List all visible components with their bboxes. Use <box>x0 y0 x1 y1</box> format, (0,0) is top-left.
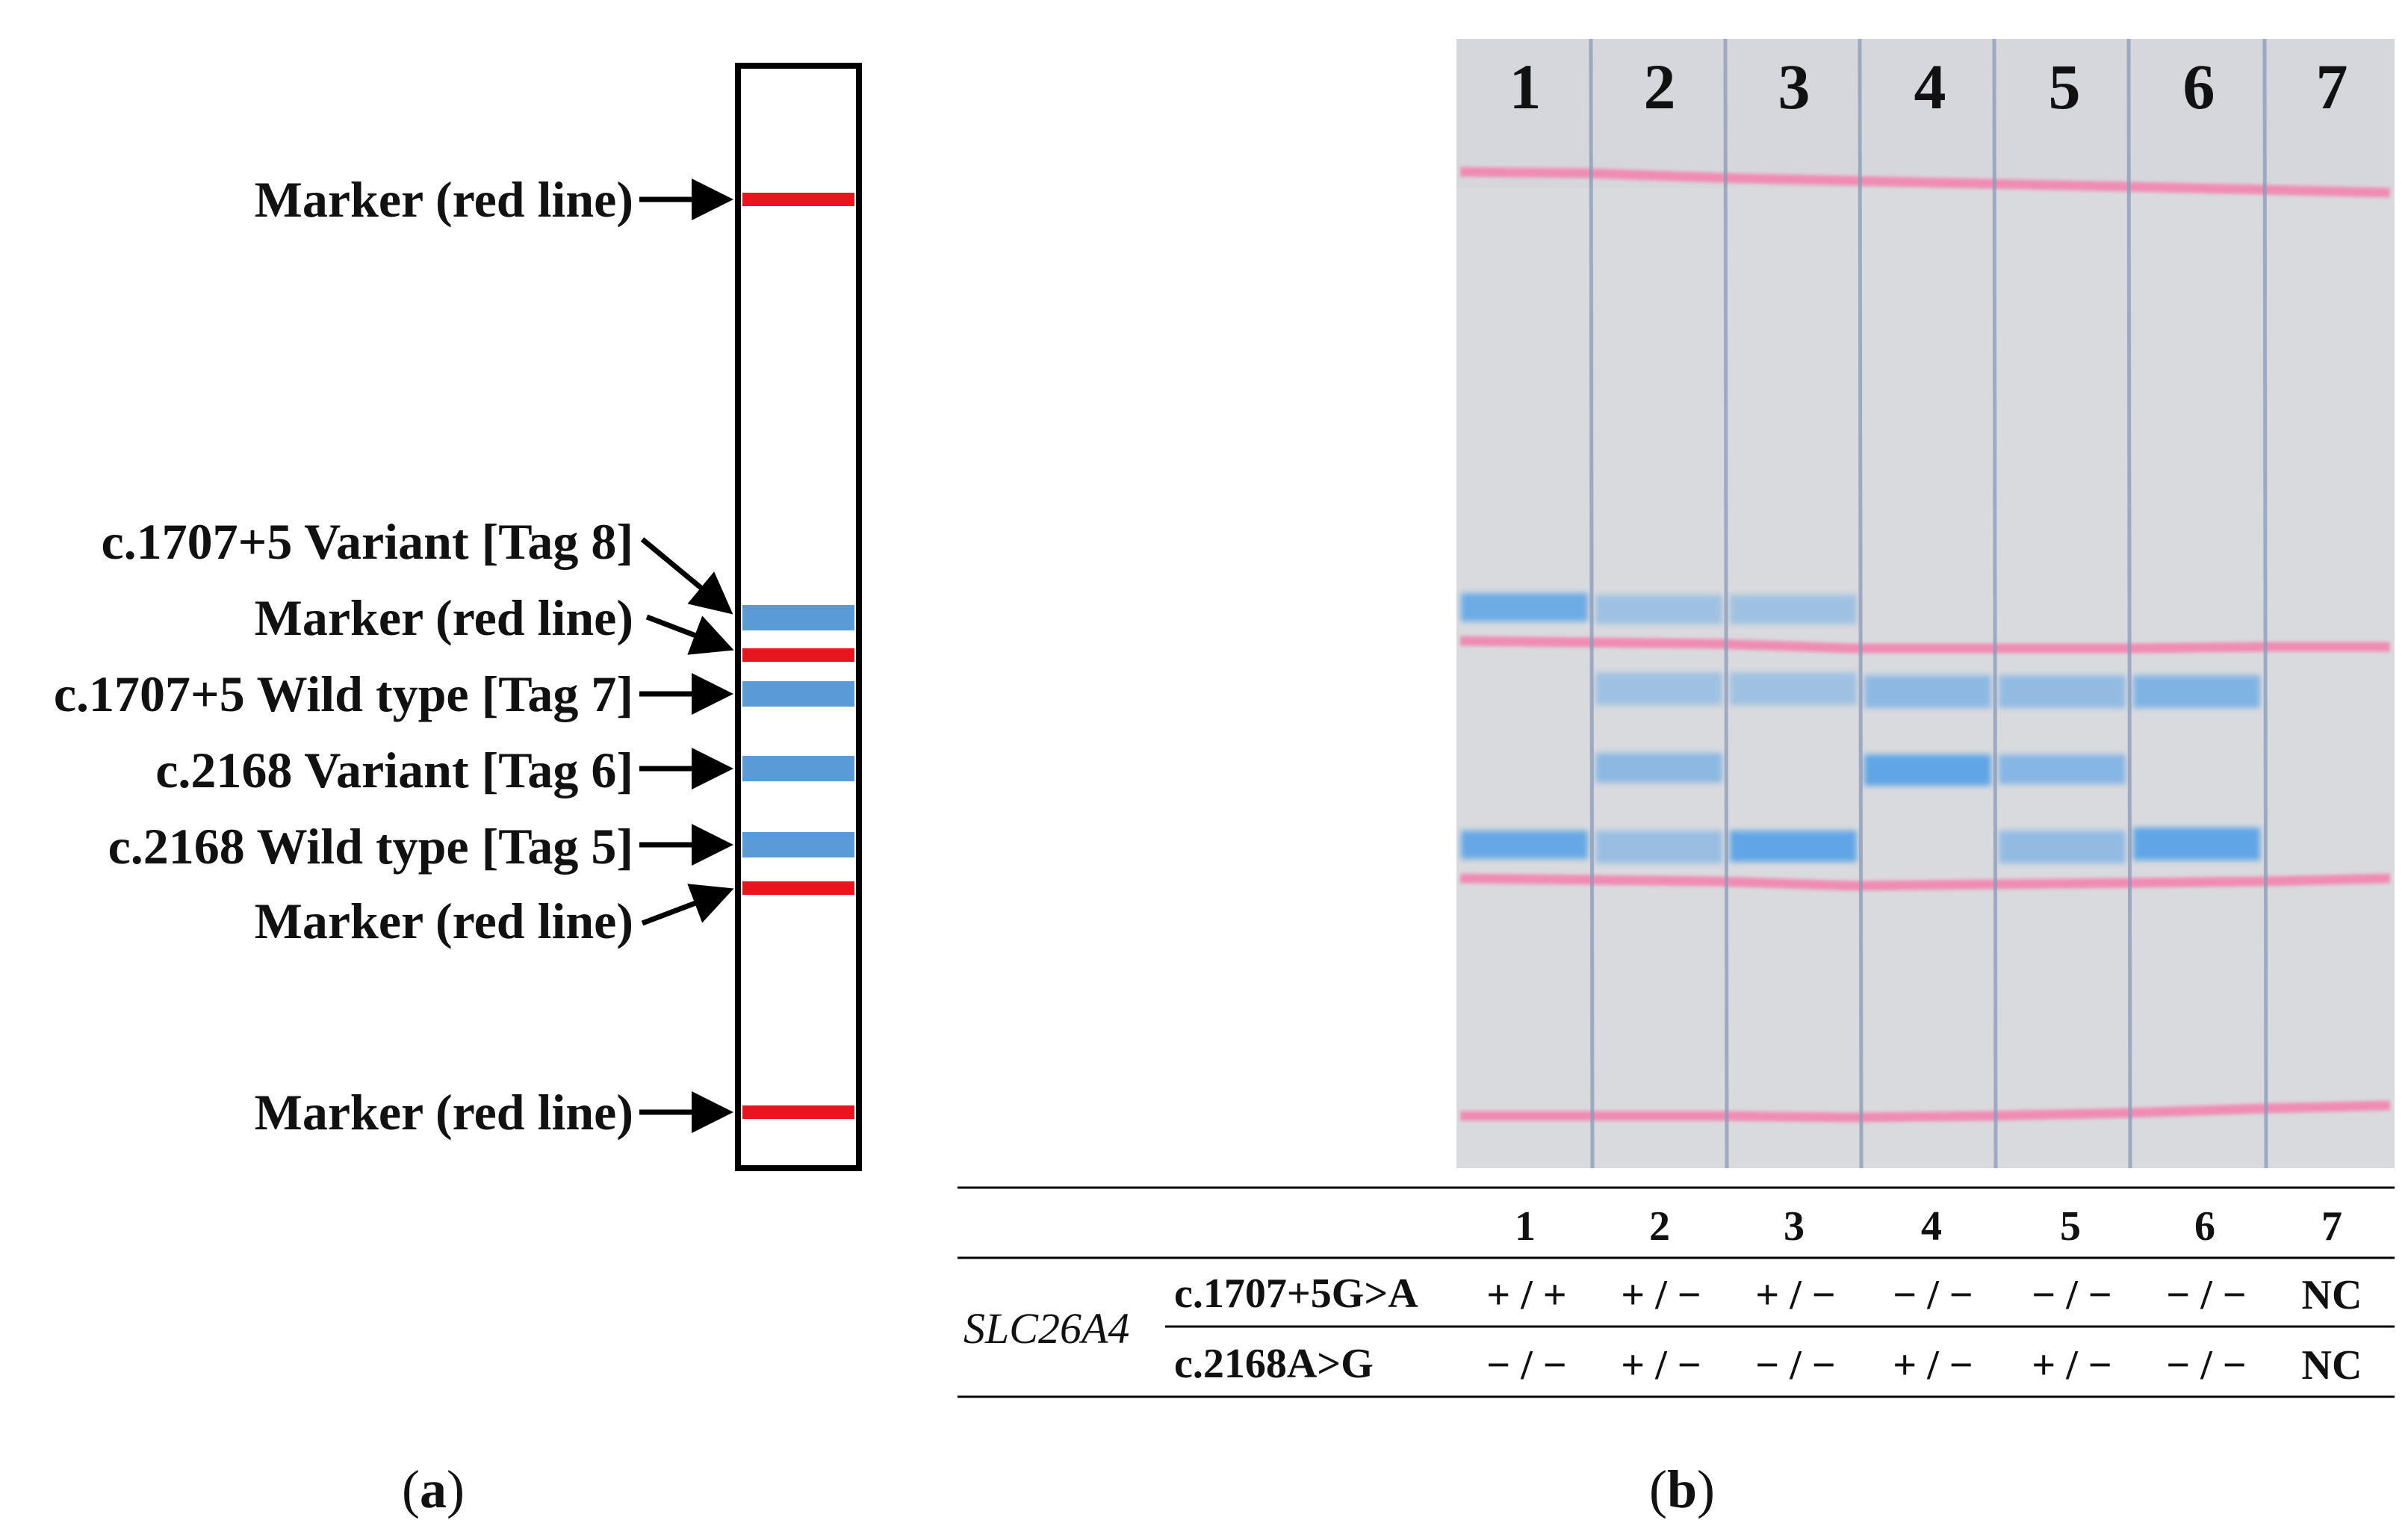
tag6-band <box>742 756 854 781</box>
caption-b: (b) <box>1649 1459 1715 1519</box>
lane-number-6: 6 <box>2183 51 2215 122</box>
lane-divider-3 <box>1858 38 1864 1169</box>
row2-val-2: + / − <box>1621 1342 1701 1389</box>
label-tag7: c.1707+5 Wild type [Tag 7] <box>54 666 633 722</box>
row1-val-1: + / + <box>1486 1272 1566 1318</box>
band-lane3-tag8 <box>1730 595 1857 624</box>
row1-val-3: + / − <box>1755 1272 1835 1318</box>
marker-band-middle <box>742 648 854 662</box>
band-lane3-tag7 <box>1730 672 1857 705</box>
row2-val-5: + / − <box>2032 1342 2111 1389</box>
table-header-5: 5 <box>2060 1203 2081 1250</box>
row1-val-7: NC <box>2302 1272 2362 1318</box>
caption-a: (a) <box>402 1459 465 1519</box>
table-header-4: 4 <box>1921 1203 1942 1250</box>
pink-marker-line-3 <box>1459 873 2391 891</box>
tag5-band <box>742 832 854 857</box>
tag8-band <box>742 605 854 630</box>
arrow-marker-middle <box>645 614 734 655</box>
row2-val-6: − / − <box>2166 1342 2246 1389</box>
lane-number-1: 1 <box>1509 51 1542 122</box>
row2-val-4: + / − <box>1893 1342 1973 1389</box>
row2-variant: c.2168A>G <box>1174 1341 1374 1387</box>
arrow-tag8 <box>640 537 733 615</box>
table-header-3: 3 <box>1784 1203 1805 1250</box>
band-lane6-tag5 <box>2133 828 2260 860</box>
row1-variant: c.1707+5G>A <box>1174 1271 1418 1317</box>
band-lane4-tag7 <box>1864 675 1991 708</box>
row1-val-4: − / − <box>1893 1272 1973 1318</box>
label-marker-middle: Marker (red line) <box>255 589 633 646</box>
band-lane2-tag8 <box>1595 595 1722 624</box>
table-gene-label: SLC26A4 <box>963 1304 1129 1353</box>
table-header-7: 7 <box>2321 1203 2342 1250</box>
panel-b: 1 2 3 4 5 6 7 1 2 3 4 5 6 7 SLC26A4 c.17… <box>958 38 2395 1519</box>
band-lane2-tag6 <box>1595 753 1722 783</box>
row1-val-6: − / − <box>2166 1272 2246 1318</box>
band-lane5-tag6 <box>1999 754 2126 784</box>
table-header-2: 2 <box>1649 1203 1670 1250</box>
lane-number-5: 5 <box>2049 51 2081 122</box>
band-lane2-tag5 <box>1595 831 1722 863</box>
row1-val-5: − / − <box>2032 1272 2111 1318</box>
lane-divider-6 <box>2262 38 2268 1169</box>
label-tag6: c.2168 Variant [Tag 6] <box>155 742 633 798</box>
pink-marker-line-2 <box>1459 636 2390 654</box>
strip-shading-top <box>1456 39 2395 188</box>
lane-number-3: 3 <box>1778 51 1810 122</box>
pink-marker-line-1 <box>1459 167 2391 198</box>
panel-a: Marker (red line) c.1707+5 Variant [Tag … <box>54 63 862 1519</box>
table-header-1: 1 <box>1515 1203 1536 1250</box>
table-header-6: 6 <box>2194 1203 2215 1250</box>
band-lane3-tag5 <box>1730 831 1857 862</box>
lane-divider-4 <box>1992 38 1998 1169</box>
marker-band-lower <box>742 881 854 895</box>
band-lane2-tag7 <box>1595 672 1722 705</box>
label-marker-lower: Marker (red line) <box>255 893 633 949</box>
genotype-table: 1 2 3 4 5 6 7 SLC26A4 c.1707+5G>A + / + … <box>958 1186 2395 1398</box>
lane-number-2: 2 <box>1644 51 1676 122</box>
row2-val-1: − / − <box>1486 1342 1566 1389</box>
label-marker-bottom: Marker (red line) <box>255 1084 633 1141</box>
row2-val-7: NC <box>2302 1342 2362 1389</box>
band-lane1-tag8 <box>1461 593 1588 621</box>
arrow-marker-lower <box>641 884 734 926</box>
label-marker-top: Marker (red line) <box>255 171 633 228</box>
lane-number-4: 4 <box>1914 51 1946 122</box>
lane-divider-2 <box>1723 38 1729 1169</box>
band-lane5-tag7 <box>1999 675 2126 708</box>
strip-photo: 1 2 3 4 5 6 7 <box>1456 38 2395 1169</box>
band-lane6-tag7 <box>2133 675 2260 708</box>
label-tag8: c.1707+5 Variant [Tag 8] <box>101 513 633 570</box>
band-lane5-tag5 <box>1999 831 2126 863</box>
marker-band-top <box>742 193 854 206</box>
tag7-band <box>742 681 854 707</box>
row2-val-3: − / − <box>1755 1342 1835 1389</box>
lane-divider-1 <box>1589 38 1595 1169</box>
band-lane4-tag6 <box>1864 754 1991 786</box>
lane-divider-5 <box>2126 38 2132 1169</box>
lane-dividers <box>1589 38 2268 1169</box>
label-tag5: c.2168 Wild type [Tag 5] <box>108 818 633 875</box>
band-lane1-tag5 <box>1461 831 1588 859</box>
row1-val-2: + / − <box>1621 1272 1701 1318</box>
arrows <box>639 179 734 1133</box>
marker-band-bottom <box>742 1105 854 1119</box>
lane-number-7: 7 <box>2316 51 2348 122</box>
pink-marker-line-4 <box>1460 1100 2391 1123</box>
